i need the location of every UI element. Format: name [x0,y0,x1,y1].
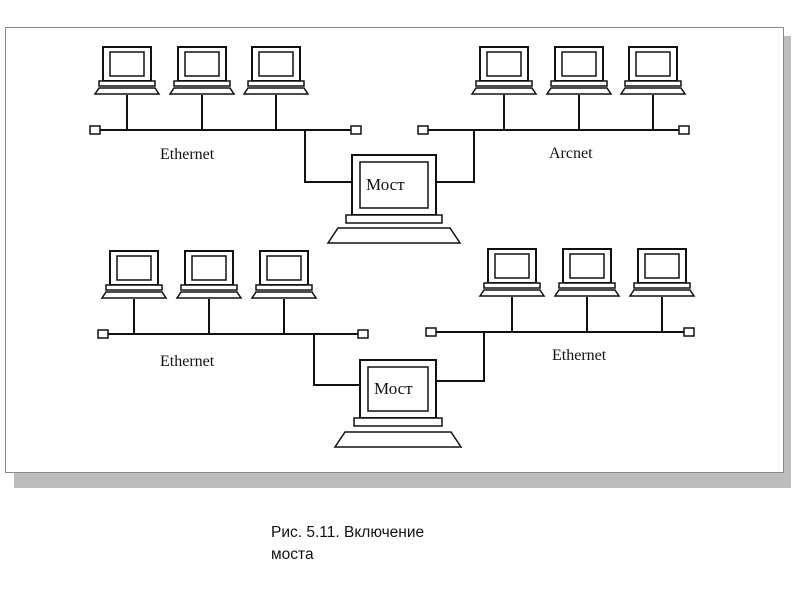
computer-icon [169,46,235,95]
terminator [89,125,101,135]
computer-icon [94,46,160,95]
bridge-label: Мост [366,175,405,194]
computer-icon [554,248,620,297]
terminator [417,125,429,135]
top-diagram: Ethernet Arcnet Мост [89,46,690,244]
computer-icon [101,250,167,299]
top-bridge: Мост [304,130,475,244]
network-label-ethernet: Ethernet [160,146,215,163]
computer-icon [546,46,612,95]
figure-caption: Рис. 5.11. Включение моста [271,522,511,566]
terminator [425,327,437,337]
top-left-network: Ethernet [89,46,362,163]
computer-icon [243,46,309,95]
terminator [683,327,695,337]
bottom-diagram: Ethernet Ethernet Мост [97,248,695,448]
top-right-network: Arcnet [417,46,690,162]
caption-line-1: Рис. 5.11. Включение [271,524,425,541]
terminator [357,329,369,339]
terminator [678,125,690,135]
terminator [350,125,362,135]
bottom-bridge: Мост [313,332,485,448]
bridge-label: Мост [374,379,413,398]
computer-icon [471,46,537,95]
computer-icon [251,250,317,299]
network-label-ethernet: Ethernet [552,347,607,364]
computer-icon [629,248,695,297]
computer-icon [620,46,686,95]
network-label-ethernet: Ethernet [160,353,215,370]
terminator [97,329,109,339]
computer-icon [479,248,545,297]
computer-icon [176,250,242,299]
bottom-right-network: Ethernet [425,248,695,364]
caption-line-2: моста [271,546,314,563]
network-label-arcnet: Arcnet [549,145,593,162]
bottom-left-network: Ethernet [97,250,369,370]
